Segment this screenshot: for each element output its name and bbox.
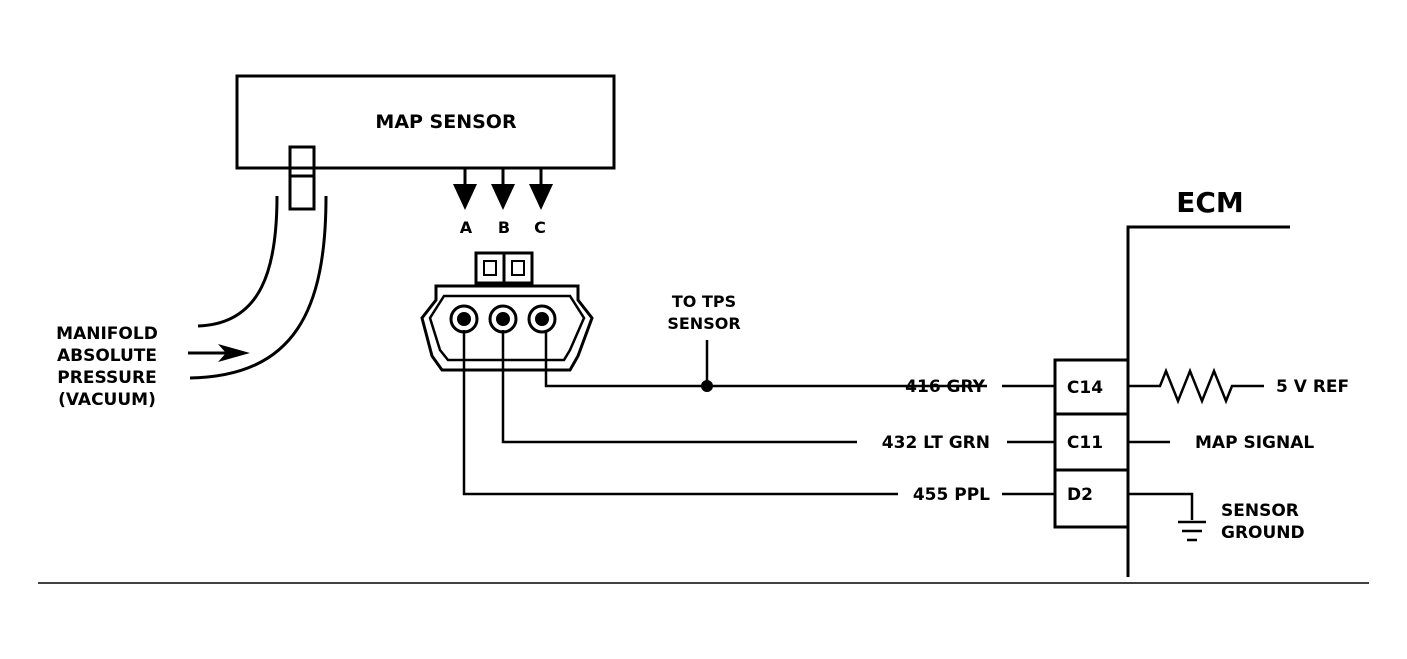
vacuum-flow-arrow <box>188 344 250 362</box>
connector-shell-outer <box>420 284 594 372</box>
pin-a-arrow <box>453 168 477 210</box>
wire-416-gry <box>544 330 987 388</box>
connector-cavity-b <box>488 304 518 334</box>
vacuum-hose-outer-wall <box>189 195 328 380</box>
tps-label: TO TPS SENSOR <box>667 292 740 333</box>
terminal-c14: C14 <box>1067 378 1103 398</box>
tps-label-line-1: TO TPS <box>672 292 736 311</box>
connector-cavity-a <box>449 304 479 334</box>
vacuum-label-line-1: MANIFOLD <box>56 324 158 344</box>
vacuum-label-line-4: (VACUUM) <box>58 390 156 410</box>
function-map-signal: MAP SIGNAL <box>1195 433 1314 453</box>
wire-labels: 416 GRY 432 LT GRN 455 PPL <box>882 377 990 505</box>
vacuum-label-line-2: ABSOLUTE <box>57 346 157 366</box>
ecm: ECM C14 C11 D2 5 V REF MAP SIGNAL SENSO <box>1053 186 1349 577</box>
sensor-pin-arrows <box>453 168 553 210</box>
map-sensor-title: MAP SENSOR <box>375 111 517 133</box>
function-sensor-ground-line-1: SENSOR <box>1221 501 1299 521</box>
wires <box>462 330 1054 496</box>
pin-b-arrow <box>491 168 515 210</box>
vacuum-hose <box>189 195 328 380</box>
harness-connector <box>420 251 594 372</box>
function-5v-ref: 5 V REF <box>1276 377 1349 397</box>
vacuum-hose-inner-wall <box>197 195 279 328</box>
wire-label-416-gry: 416 GRY <box>905 377 986 397</box>
ground-icon <box>1128 492 1206 542</box>
pin-label-b: B <box>498 218 510 237</box>
wire-label-455-ppl: 455 PPL <box>913 485 990 505</box>
wire-455-ppl <box>462 330 898 496</box>
ecm-terminal-block <box>1053 358 1130 529</box>
splice-dot <box>701 380 713 392</box>
terminal-d2: D2 <box>1067 485 1093 505</box>
terminal-c11: C11 <box>1067 433 1103 453</box>
pin-label-a: A <box>460 218 473 237</box>
vacuum-port <box>288 145 316 211</box>
wire-label-432-lt-grn: 432 LT GRN <box>882 433 990 453</box>
ecm-title: ECM <box>1176 186 1244 219</box>
connector-cavity-c <box>527 304 557 334</box>
map-sensor: MAP SENSOR <box>235 74 616 170</box>
tps-splice <box>701 340 713 392</box>
vacuum-label-line-3: PRESSURE <box>57 368 156 388</box>
pin-label-c: C <box>534 218 546 237</box>
vacuum-label: MANIFOLD ABSOLUTE PRESSURE (VACUUM) <box>56 324 158 410</box>
pin-c-arrow <box>529 168 553 210</box>
function-sensor-ground-line-2: GROUND <box>1221 523 1305 543</box>
resistor <box>1128 367 1264 405</box>
connector-lock-tab <box>474 251 534 285</box>
connector-shell-inner <box>428 294 586 362</box>
wire-432-lt-grn <box>501 330 857 444</box>
vacuum-nipple <box>288 145 316 211</box>
pin-labels: A B C <box>460 218 546 237</box>
map-sensor-box <box>235 74 616 170</box>
tps-label-line-2: SENSOR <box>667 314 740 333</box>
